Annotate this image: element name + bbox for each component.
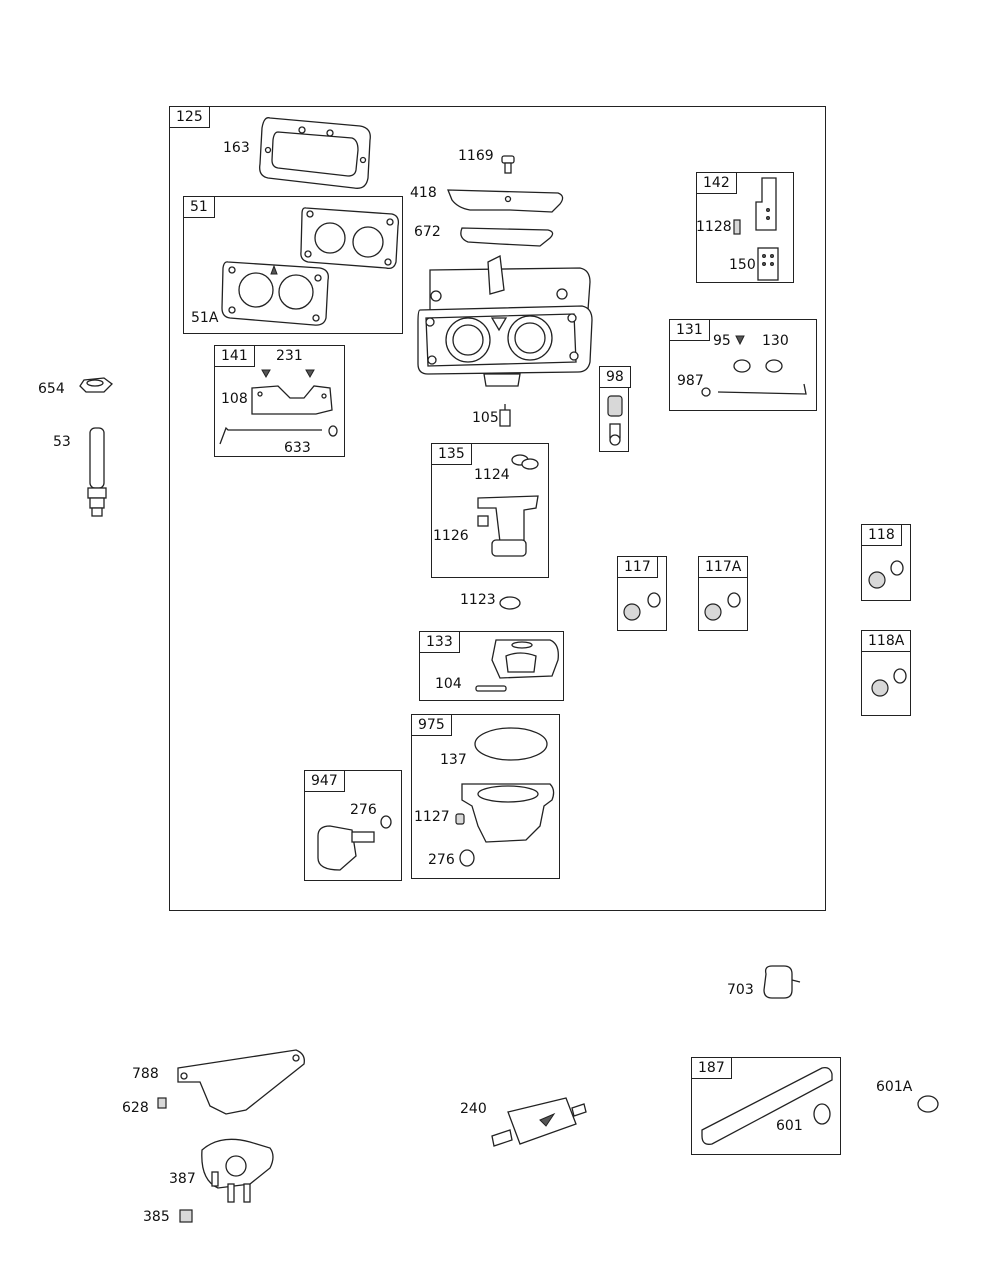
group-947-label: 947 [304, 770, 345, 792]
plugs-drawing [623, 560, 907, 697]
plate-parts-drawing [447, 155, 564, 247]
part-51a-label: 51A [191, 310, 219, 326]
group-975-label: 975 [411, 714, 452, 736]
part-788-label: 788 [132, 1066, 159, 1082]
group-187-box: 187 [691, 1057, 841, 1155]
group-118-label: 118 [861, 524, 902, 546]
part-654-label: 654 [38, 381, 65, 397]
part-672-label: 672 [414, 224, 441, 240]
pump-947-drawing [317, 815, 392, 871]
part-108-label: 108 [221, 391, 248, 407]
washer-1123-drawing [499, 596, 521, 610]
bracket-141-drawing [219, 369, 338, 445]
part-628-label: 628 [122, 1100, 149, 1116]
part-105-label: 105 [472, 410, 499, 426]
housing-975-drawing [455, 727, 555, 867]
part-1128-label: 1128 [696, 219, 732, 235]
group-131-label: 131 [669, 319, 710, 341]
carburetor-body-drawing [417, 255, 593, 387]
part-387-label: 387 [169, 1171, 196, 1187]
bowl-133-drawing [475, 639, 559, 692]
group-125-box: 125 [169, 106, 826, 911]
group-117a-label: 117A [698, 556, 749, 578]
valve-98-drawing [607, 395, 623, 446]
gasket-51-drawing [221, 207, 400, 326]
part-95-label: 95 [713, 333, 731, 349]
part-418-label: 418 [410, 185, 437, 201]
group-142-label: 142 [696, 172, 737, 194]
fitting-drawing [79, 377, 113, 517]
group-118a-label: 118A [861, 630, 912, 652]
part-1169-label: 1169 [458, 148, 494, 164]
part-276-label-975: 276 [428, 852, 455, 868]
part-703-label: 703 [727, 982, 754, 998]
part-276-label-947: 276 [350, 802, 377, 818]
part-601-label: 601 [776, 1118, 803, 1134]
group-133-box: 133 [419, 631, 564, 701]
group-125-label: 125 [169, 106, 210, 128]
group-947-box: 947 [304, 770, 402, 881]
part-150-label: 150 [729, 257, 756, 273]
group-135-label: 135 [431, 443, 472, 465]
group-98-label: 98 [599, 366, 631, 388]
part-633-label: 633 [284, 440, 311, 456]
group-187-label: 187 [691, 1057, 732, 1079]
part-1126-label: 1126 [433, 528, 469, 544]
part-1124-label: 1124 [474, 467, 510, 483]
part-987-label: 987 [677, 373, 704, 389]
part-240-label: 240 [460, 1101, 487, 1117]
part-231-label: 231 [276, 348, 303, 364]
group-142-box: 142 [696, 172, 794, 283]
fuel-filter-240-drawing [491, 1097, 587, 1147]
part-385-label: 385 [143, 1209, 170, 1225]
part-104-label: 104 [435, 676, 462, 692]
part-601a-label: 601A [876, 1079, 913, 1095]
bracket-142-drawing [733, 177, 779, 281]
group-117-box: 117 [617, 556, 667, 631]
group-141-label: 141 [214, 345, 255, 367]
group-135-box: 135 [431, 443, 549, 578]
part-1127-label: 1127 [414, 809, 450, 825]
group-131-box: 131 [669, 319, 817, 411]
group-975-box: 975 [411, 714, 560, 879]
part-130-label: 130 [762, 333, 789, 349]
group-133-label: 133 [419, 631, 460, 653]
part-137-label: 137 [440, 752, 467, 768]
fuel-pump-bracket-drawing [157, 1049, 305, 1223]
emulsion-135-drawing [477, 454, 539, 557]
group-51-label: 51 [183, 196, 215, 218]
group-141-box: 141 [214, 345, 345, 457]
part-1123-label: 1123 [460, 592, 496, 608]
clamp-601a-drawing [917, 1095, 939, 1113]
part-163-label: 163 [223, 140, 250, 156]
group-51-box: 51 [183, 196, 403, 334]
hose-187-drawing [701, 1066, 833, 1145]
part-53-label: 53 [53, 434, 71, 450]
clamp-703-drawing [763, 965, 801, 999]
group-117a-box: 117A [698, 556, 749, 631]
group-117-label: 117 [617, 556, 658, 578]
group-118a-box: 118A [861, 630, 912, 716]
group-98-box: 98 [599, 366, 631, 452]
gasket-163-drawing [259, 117, 371, 189]
linkage-131-drawing [701, 335, 807, 397]
group-118-box: 118 [861, 524, 911, 601]
jet-105-drawing [499, 404, 511, 427]
